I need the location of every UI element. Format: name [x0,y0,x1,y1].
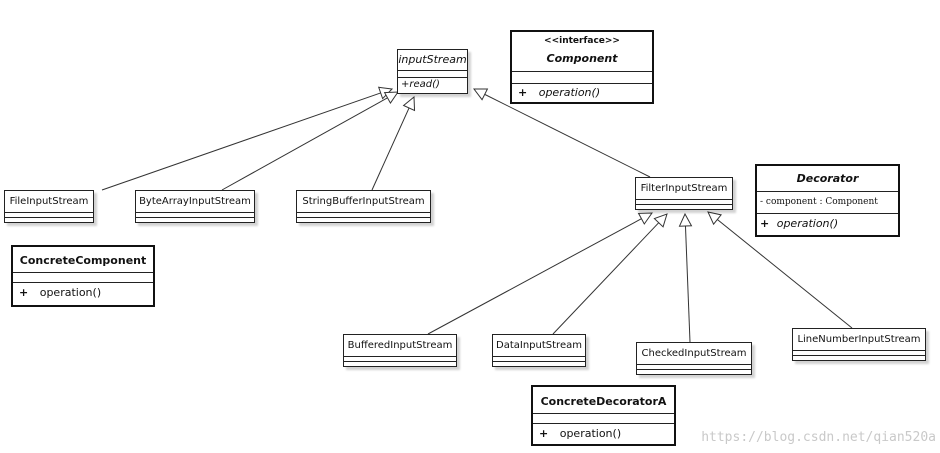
class-name: inputStream [398,53,467,66]
class-operation: + operation() [533,423,674,444]
visibility-symbol: + [760,217,770,230]
class-operations [493,361,585,366]
class-operations [637,369,751,374]
generalization-arrow-string_buffer [371,95,416,191]
operation-label: operation() [39,286,102,299]
edge-line [101,92,381,191]
class-name: ByteArrayInputStream [139,196,251,207]
edge-line [717,219,853,329]
generalization-arrow-line_number [707,211,853,329]
class-name: ConcreteDecoratorA [540,395,667,408]
visibility-symbol: + [539,427,549,440]
edge-line [684,225,691,343]
class-checked-input-stream[interactable]: CheckedInputStream [636,342,752,375]
class-operation: + operation() [757,213,898,235]
class-attributes [493,356,585,361]
watermark-text: https://blog.csdn.net/qian520a [701,430,936,445]
operation-label: operation() [538,86,601,99]
class-operation: + operation() [13,282,153,305]
interface-attributes [512,71,652,83]
operation-label: operation() [776,217,839,230]
class-attributes [344,356,456,361]
class-attributes [136,212,254,217]
class-attributes [297,212,430,217]
class-name: FilterInputStream [640,183,728,194]
pattern-concrete-component-class[interactable]: ConcreteComponent + operation() [11,245,155,307]
hollow-triangle-arrowhead [707,211,723,226]
operation-label: operation() [559,427,622,440]
pattern-concrete-decorator-class[interactable]: ConcreteDecoratorA + operation() [531,385,676,446]
edge-line [371,107,410,191]
class-operations [5,217,93,222]
generalization-arrow-file [101,86,394,191]
edge-line [552,222,660,335]
class-attributes [5,212,93,217]
edge-line [484,93,651,178]
class-attributes [13,272,153,282]
class-byte-array-input-stream[interactable]: ByteArrayInputStream [135,190,255,223]
edge-line [221,97,388,191]
class-name: DataInputStream [496,340,582,351]
generalization-arrow-byte_array [221,91,399,191]
class-name: LineNumberInputStream [797,334,921,345]
class-name: BufferedInputStream [347,340,453,351]
class-name: FileInputStream [9,196,89,207]
hollow-triangle-arrowhead [473,88,489,101]
class-name: StringBufferInputStream [302,196,425,207]
stereotype-label: <<interface>> [544,36,620,46]
visibility-symbol: + [518,86,528,99]
class-operations [344,361,456,366]
class-data-input-stream[interactable]: DataInputStream [492,334,586,367]
class-operations [136,217,254,222]
hollow-triangle-arrowhead [383,91,399,105]
hollow-triangle-arrowhead [637,212,653,225]
pattern-decorator-class[interactable]: Decorator - component : Component + oper… [755,164,900,237]
class-buffered-input-stream[interactable]: BufferedInputStream [343,334,457,367]
pattern-component-interface[interactable]: <<interface>> Component + operation() [510,30,654,104]
class-string-buffer-input-stream[interactable]: StringBufferInputStream [296,190,431,223]
class-operation: +read() [398,77,467,93]
class-file-input-stream[interactable]: FileInputStream [4,190,94,223]
generalization-arrow-filter [473,88,651,178]
class-line-number-input-stream[interactable]: LineNumberInputStream [792,328,926,361]
class-attributes [637,364,751,369]
hollow-triangle-arrowhead [402,95,416,112]
class-input-stream[interactable]: inputStream +read() [397,49,468,94]
class-filter-input-stream[interactable]: FilterInputStream [635,177,733,210]
class-attribute: - component : Component [757,191,898,213]
edge-line [427,218,642,335]
generalization-arrow-buffered [427,212,653,335]
class-operations [297,217,430,222]
generalization-arrow-checked [678,212,693,343]
class-name: Decorator [796,172,859,185]
class-attributes [533,413,674,423]
class-operations [793,355,925,360]
generalization-arrow-data [552,213,668,335]
class-attributes [398,70,467,77]
interface-name: Component [546,52,618,65]
class-name: CheckedInputStream [641,348,747,359]
class-name: ConcreteComponent [19,254,147,267]
interface-operation: + operation() [512,83,652,102]
class-attributes [636,199,732,204]
class-attributes [793,350,925,355]
class-operations [636,204,732,209]
visibility-symbol: + [19,286,29,299]
hollow-triangle-arrowhead [678,212,693,227]
hollow-triangle-arrowhead [653,213,668,228]
